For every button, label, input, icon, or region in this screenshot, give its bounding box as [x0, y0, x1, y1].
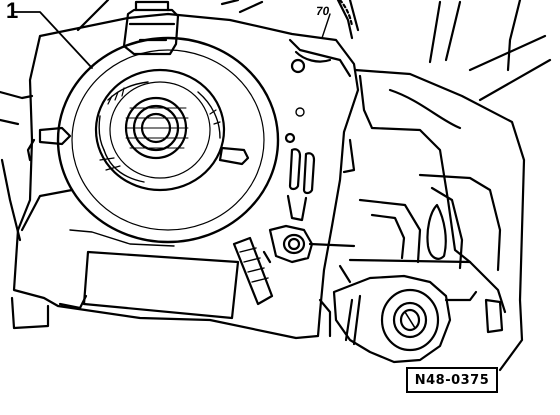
reference-code-box: N48-0375 [406, 367, 498, 393]
ribbon-connector [232, 236, 274, 306]
retaining-tab [262, 224, 356, 264]
callout-1-label: 1 [6, 0, 19, 23]
upper-bracket [76, 0, 360, 40]
column-housing [348, 0, 552, 372]
plate-slots [284, 58, 356, 222]
mounting-plate [10, 12, 360, 340]
leader-lines [13, 11, 331, 69]
clock-spring-body [56, 36, 280, 247]
callout-70-label: 70 [315, 4, 331, 18]
left-pin [26, 126, 72, 162]
reference-code: N48-0375 [414, 372, 490, 388]
ignition-lock [332, 264, 504, 364]
right-pin [218, 146, 250, 166]
top-connector [122, 0, 180, 56]
label-plate [82, 250, 240, 320]
left-panel [0, 90, 74, 242]
